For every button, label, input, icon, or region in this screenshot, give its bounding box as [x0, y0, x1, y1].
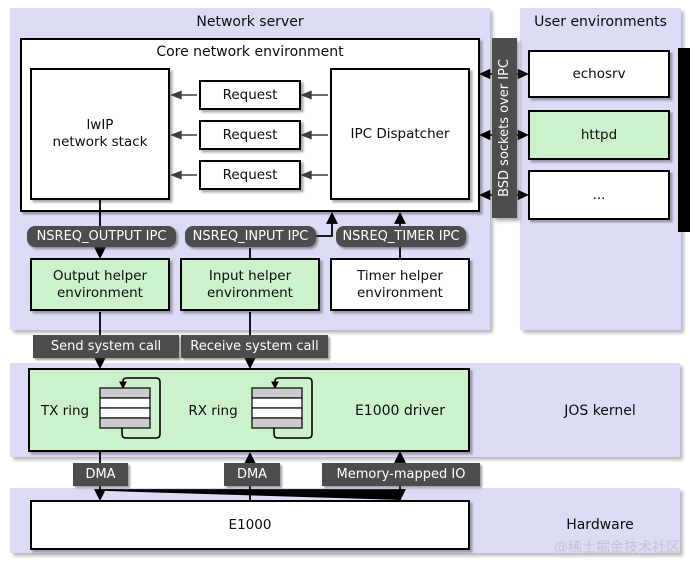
- echosrv-label: echosrv: [572, 65, 626, 82]
- input-helper-label: Input helper environment: [207, 267, 293, 301]
- hardware-label: Hardware: [566, 517, 634, 533]
- core-network-environment-title: Core network environment: [156, 44, 344, 60]
- e1000-hardware-box: E1000: [30, 500, 470, 550]
- send-syscall-label: Send system call: [50, 339, 162, 354]
- nsreq-timer-ipc-label: NSREQ_TIMER IPC: [342, 229, 460, 244]
- request-label-1: Request: [222, 86, 278, 103]
- dma-badge-rx: DMA: [224, 463, 280, 486]
- ellipsis-env-box: ...: [528, 170, 670, 220]
- nsreq-input-ipc-badge: NSREQ_INPUT IPC: [185, 226, 316, 247]
- rx-ring-icon: [251, 377, 313, 439]
- tx-ring-icon: [99, 377, 161, 439]
- request-box-3: Request: [199, 160, 301, 190]
- jos-kernel-label: JOS kernel: [564, 403, 636, 419]
- echosrv-box: echosrv: [528, 50, 670, 98]
- bsd-sockets-bar: BSD sockets over IPC: [492, 38, 517, 218]
- e1000-driver-label: E1000 driver: [354, 403, 446, 419]
- bsd-sockets-bar-label: BSD sockets over IPC: [497, 59, 512, 197]
- memory-mapped-io-badge: Memory-mapped IO: [322, 463, 480, 486]
- user-environments-title: User environments: [534, 14, 667, 30]
- dma-label-rx: DMA: [236, 467, 268, 482]
- rx-ring-label: RX ring: [188, 403, 238, 419]
- timer-helper-box: Timer helper environment: [330, 258, 470, 311]
- memory-mapped-io-label: Memory-mapped IO: [336, 467, 466, 482]
- nsreq-timer-ipc-badge: NSREQ_TIMER IPC: [336, 226, 466, 247]
- request-label-3: Request: [222, 166, 278, 183]
- input-helper-box: Input helper environment: [180, 258, 320, 311]
- ellipsis-env-label: ...: [592, 186, 606, 203]
- output-helper-label: Output helper environment: [52, 267, 148, 301]
- network-server-title: Network server: [196, 14, 304, 30]
- watermark: @稀土掘金技术社区: [554, 540, 680, 556]
- request-box-2: Request: [199, 120, 301, 150]
- nsreq-output-ipc-badge: NSREQ_OUTPUT IPC: [27, 226, 176, 247]
- right-edge-black-strip: [678, 48, 690, 232]
- receive-syscall-label: Receive system call: [190, 339, 319, 354]
- httpd-label: httpd: [580, 126, 618, 143]
- lwip-box: lwIP network stack: [30, 68, 170, 200]
- request-box-1: Request: [199, 80, 301, 110]
- receive-syscall-badge: Receive system call: [181, 335, 328, 358]
- ipc-dispatcher-label: IPC Dispatcher: [350, 125, 450, 142]
- httpd-box: httpd: [528, 110, 670, 160]
- e1000-hardware-label: E1000: [228, 516, 272, 533]
- lwip-label: lwIP network stack: [52, 117, 148, 150]
- output-helper-box: Output helper environment: [30, 258, 170, 311]
- send-syscall-badge: Send system call: [33, 335, 179, 358]
- dma-badge-tx: DMA: [73, 463, 128, 486]
- ipc-dispatcher-box: IPC Dispatcher: [330, 68, 470, 200]
- request-label-2: Request: [222, 126, 278, 143]
- tx-ring-label: TX ring: [40, 403, 90, 419]
- nsreq-input-ipc-label: NSREQ_INPUT IPC: [192, 229, 309, 244]
- dma-label-tx: DMA: [85, 467, 116, 482]
- timer-helper-label: Timer helper environment: [357, 267, 443, 301]
- nsreq-output-ipc-label: NSREQ_OUTPUT IPC: [36, 229, 167, 244]
